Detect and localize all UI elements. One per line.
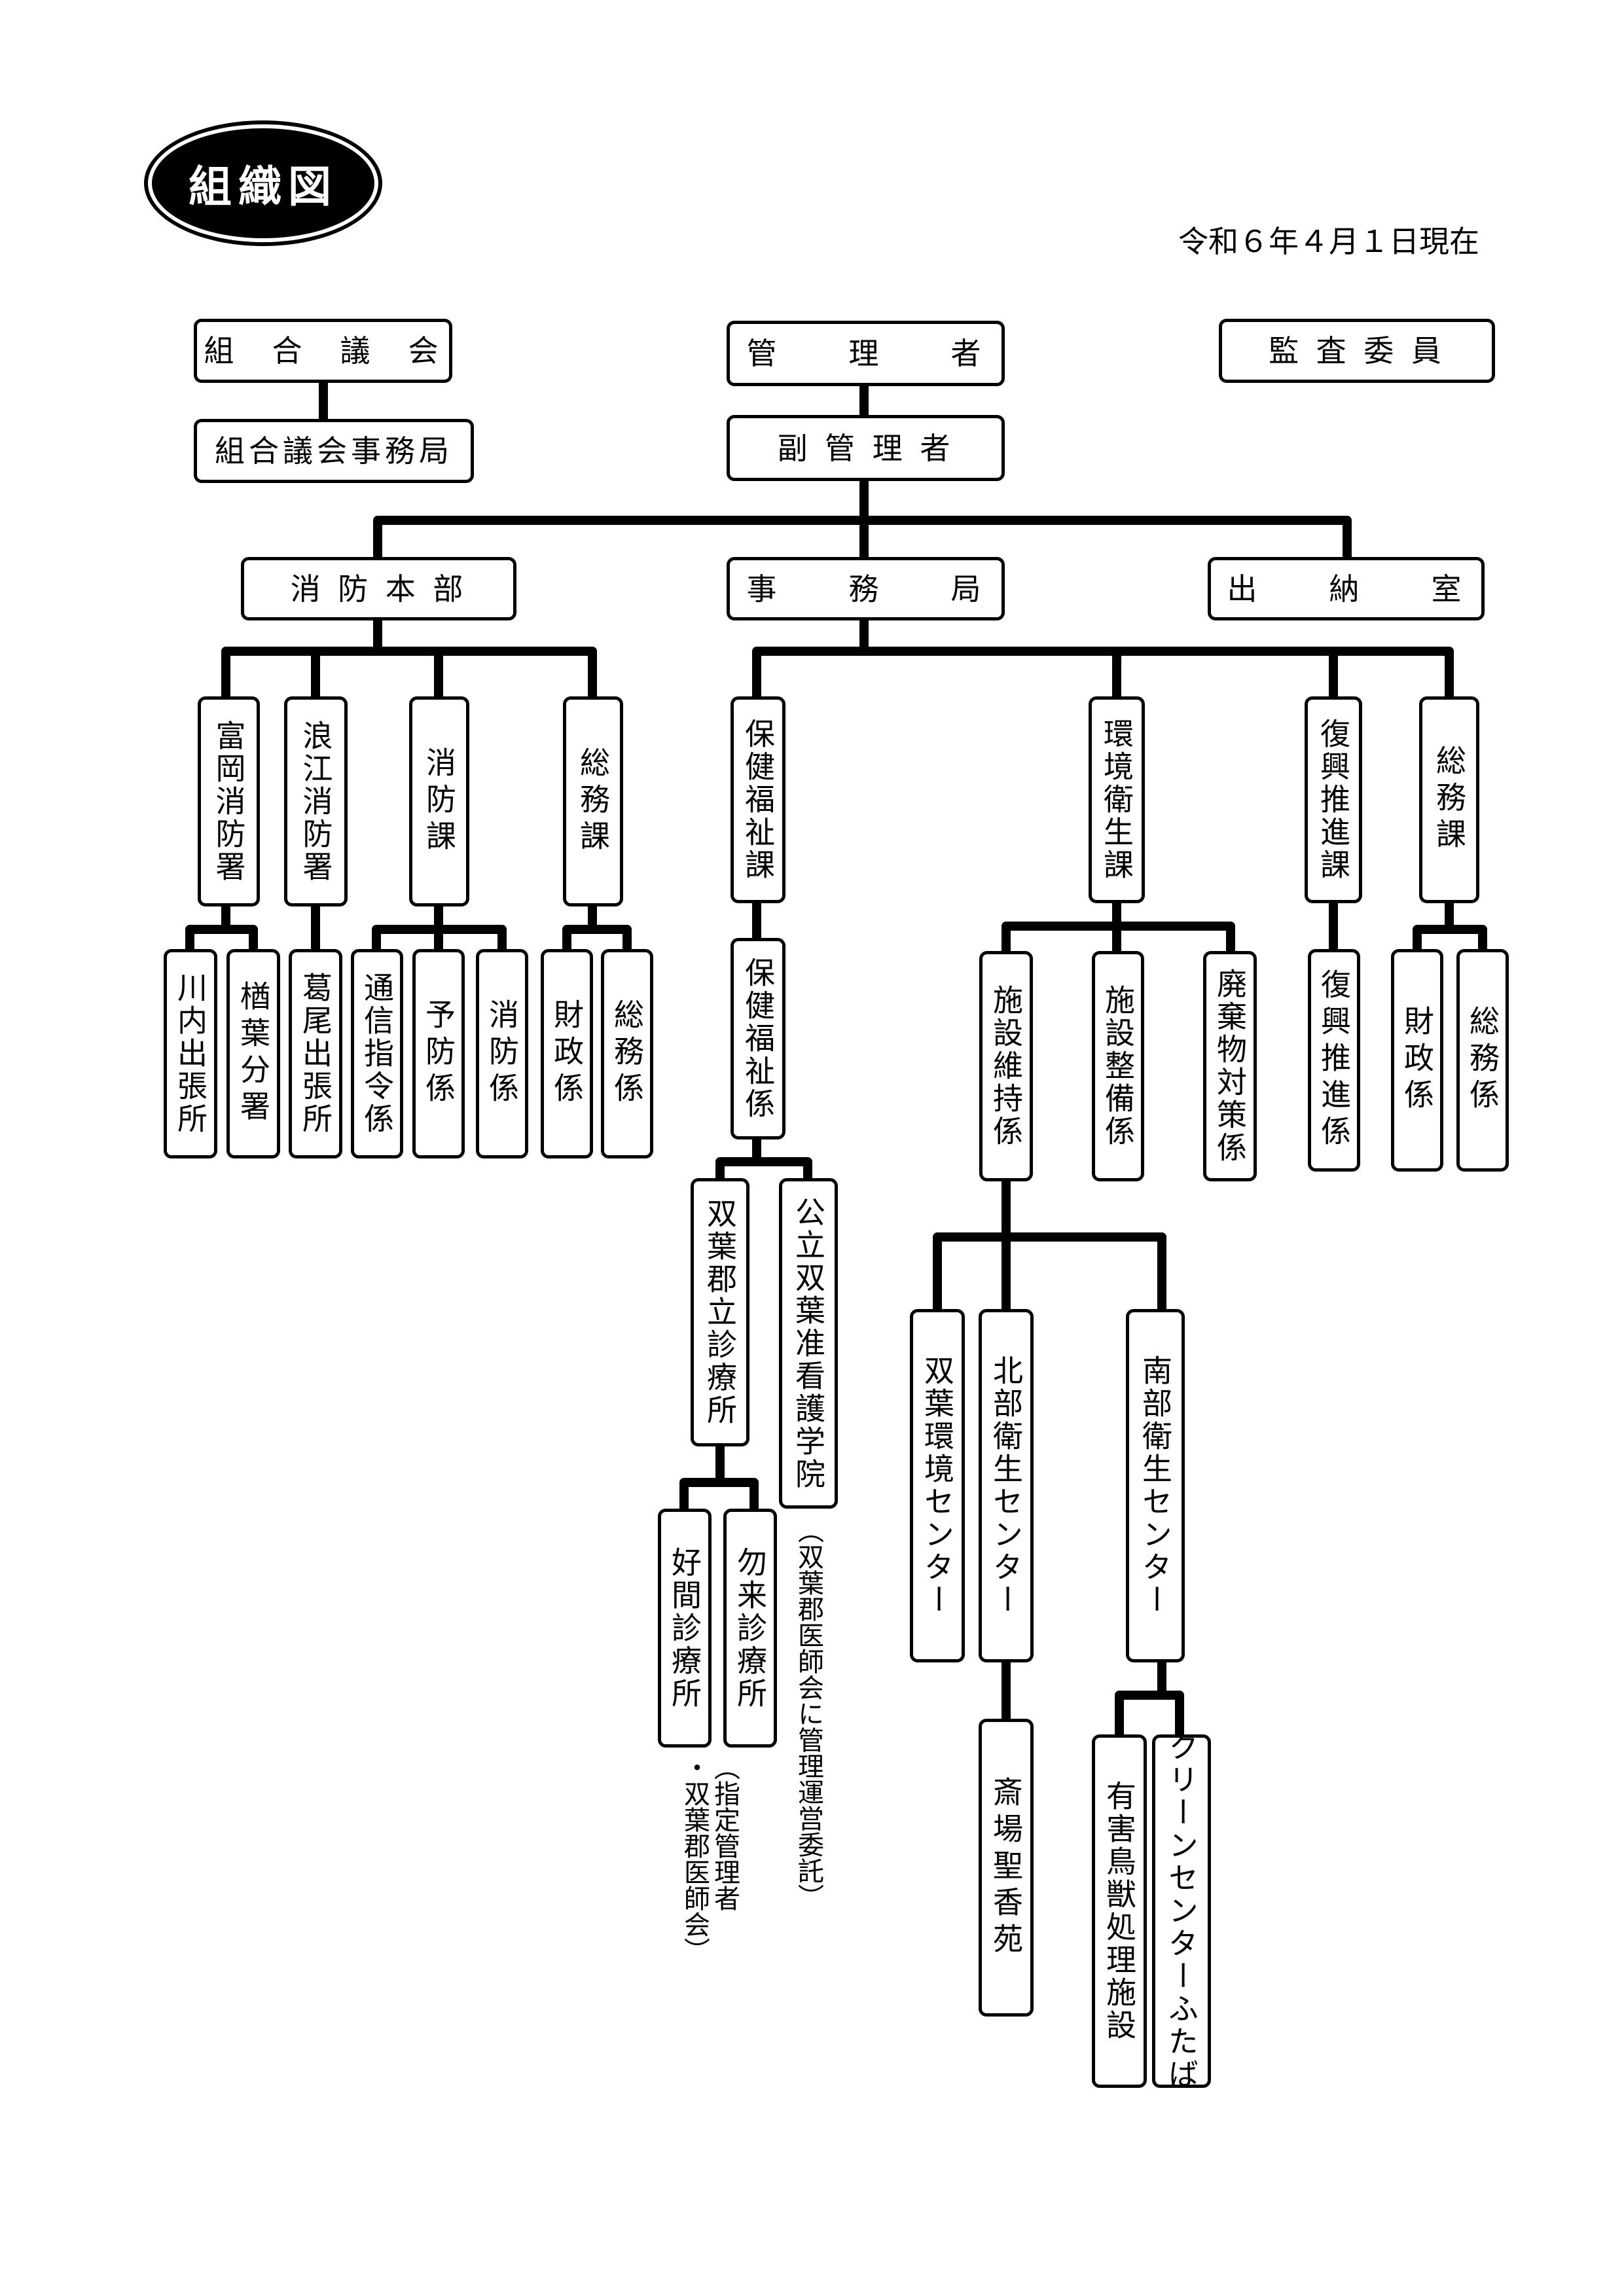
general-affairs-section-box: 総務課 [563,696,623,906]
fire-section-box: 消防課 [409,696,469,906]
futaba-environment-center-box: 双葉環境センター [910,1309,965,1662]
fire-hq-box: 消 防 本 部 [241,557,516,620]
facility-maintenance-unit-box: 施設維持係 [979,951,1033,1181]
katsurao-branch-box: 葛尾出張所 [289,949,342,1158]
secretariat-box: 事 務 局 [727,557,1005,620]
manager-box: 管 理 者 [727,321,1005,386]
fire-unit-box: 消防係 [476,949,528,1158]
kawauchi-branch-box: 川内出張所 [164,949,217,1158]
naraha-branch-box: 楢葉分署 [226,949,280,1158]
yoshima-clinic-box: 好間診療所 [658,1509,712,1748]
dispatch-unit-box: 通信指令係 [351,949,403,1158]
finance-unit-box: 財政係 [541,949,593,1158]
as-of-date: 令和６年４月１日現在 [1178,224,1479,259]
north-sanitation-center-box: 北部衛生センター [979,1309,1034,1662]
general-affairs-unit-box: 総務係 [601,949,653,1158]
general-affairs-section-2-box: 総務課 [1419,696,1479,903]
general-affairs-unit-2-box: 総務係 [1456,949,1509,1172]
vice-manager-box: 副 管 理 者 [727,415,1005,481]
clinic-manager-note: （指定管理者 ・双葉郡医師会） [679,1754,740,1964]
council-box: 組 合 議 会 [194,319,452,383]
prevention-unit-box: 予防係 [412,949,465,1158]
auditor-box: 監 査 委 員 [1219,319,1495,383]
council-office-box: 組合議会事務局 [194,419,474,483]
title-badge: 組織図 [152,128,374,238]
futaba-clinic-box: 双葉郡立診療所 [691,1178,749,1446]
crematorium-box: 斎場聖香苑 [979,1719,1034,2017]
treasury-box: 出 納 室 [1208,557,1485,620]
health-welfare-section-box: 保健福祉課 [731,696,785,903]
health-welfare-unit-box: 保健福祉係 [731,938,785,1139]
south-sanitation-center-box: 南部衛生センター [1126,1309,1185,1662]
page-title: 組織図 [189,162,338,212]
facility-improvement-unit-box: 施設整備係 [1092,951,1144,1181]
waste-measures-unit-box: 廃棄物対策係 [1203,951,1257,1181]
tomioka-station-box: 富岡消防署 [198,696,260,906]
nursing-school-note: （双葉郡医師会に管理運営委託） [793,1517,823,1910]
reconstruction-unit-box: 復興推進係 [1308,949,1360,1172]
nursing-school-box: 公立双葉准看護学院 [779,1178,838,1509]
nakoso-clinic-box: 勿来診療所 [723,1509,777,1748]
finance-unit-2-box: 財政係 [1391,949,1443,1172]
reconstruction-section-box: 復興推進課 [1305,696,1362,903]
environment-section-box: 環境衛生課 [1089,696,1145,903]
clean-center-futaba-box: クリーンセンターふたば [1152,1731,1211,2091]
namie-station-box: 浪江消防署 [284,696,348,906]
wildlife-disposal-facility-box: 有害鳥獣処理施設 [1092,1734,1147,2088]
